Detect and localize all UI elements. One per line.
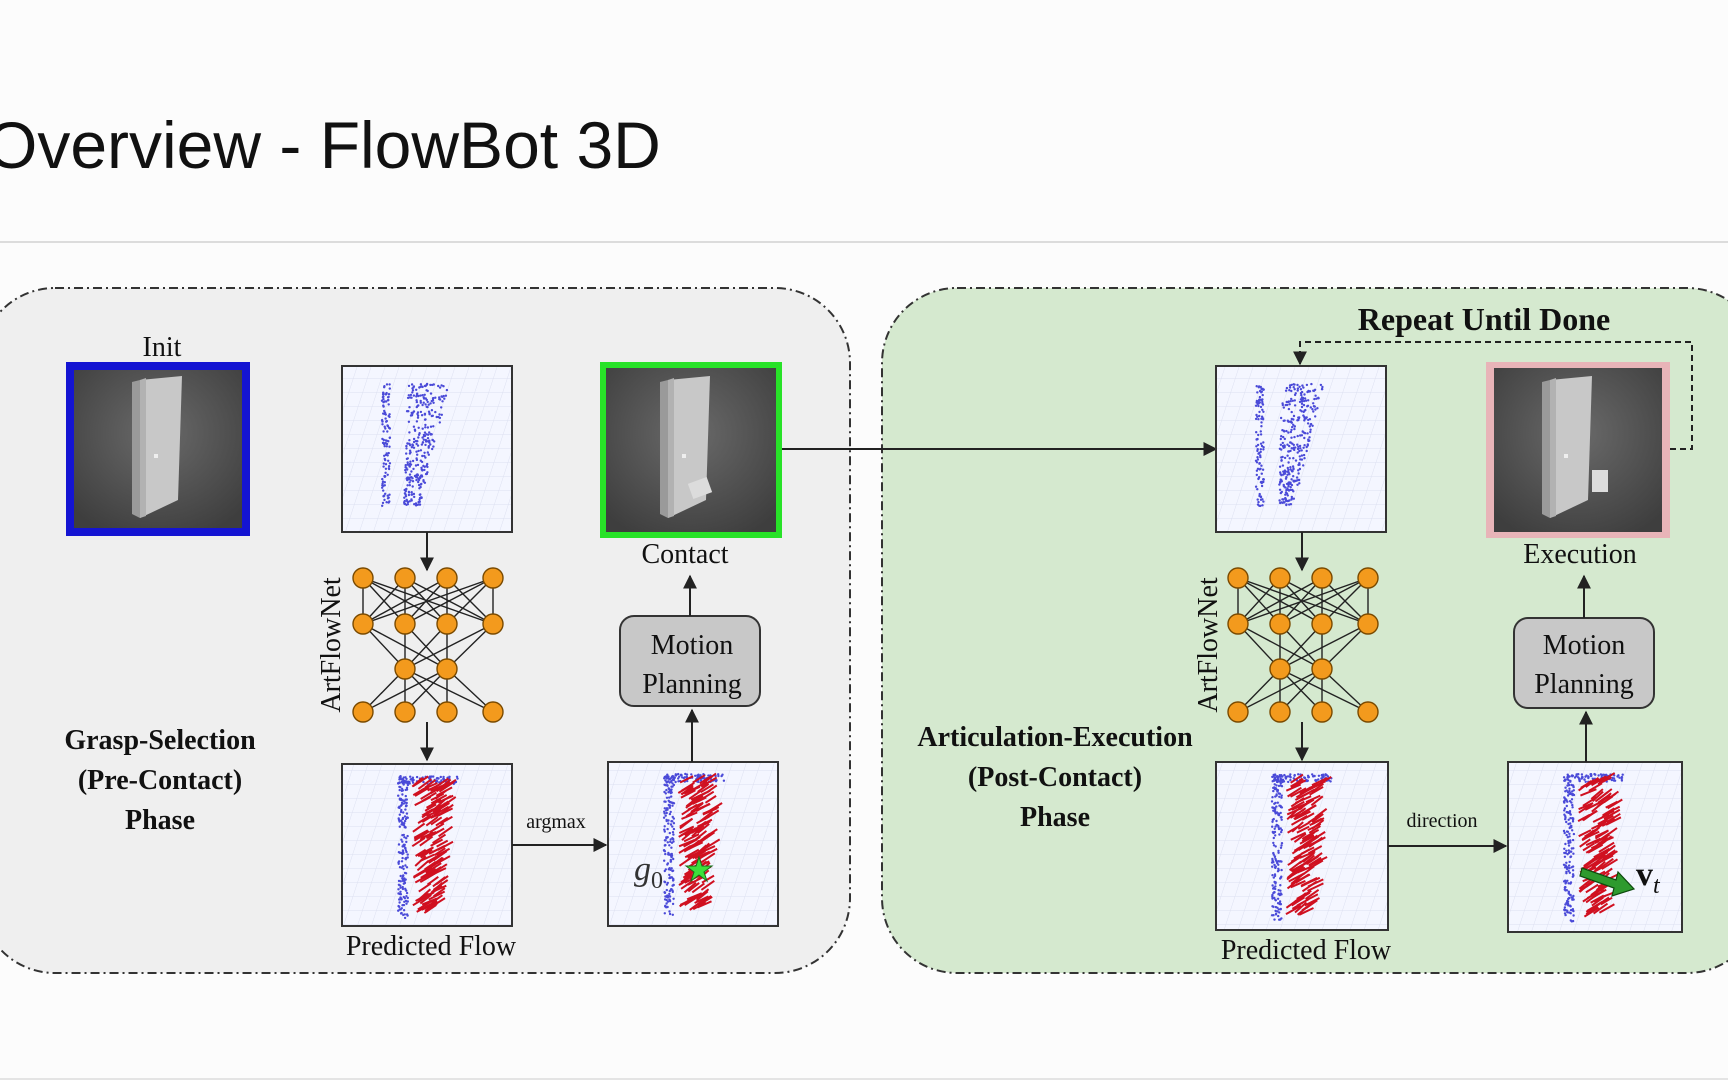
repeat-loop-arrow [1293, 341, 1693, 450]
contact-scene-image [600, 362, 782, 538]
artflownet-network-post [1227, 567, 1379, 723]
motion-planning-box-pre: Motion Planning [619, 615, 761, 707]
point-cloud-image-post [1215, 365, 1387, 533]
execution-label: Execution [1523, 539, 1637, 570]
predicted-flow-label-post: Predicted Flow [1221, 935, 1392, 966]
grasp-star-icon [684, 855, 714, 883]
title-divider [0, 241, 1728, 243]
init-scene-image [66, 362, 250, 536]
argmax-label: argmax [526, 811, 586, 833]
svg-text:Motion: Motion [1543, 630, 1625, 661]
predicted-flow-image-pre [341, 763, 513, 927]
execution-scene-image [1486, 362, 1670, 538]
svg-text:Planning: Planning [642, 669, 742, 700]
svg-text:Articulation-Execution: Articulation-Execution [917, 722, 1193, 753]
grasp-point-image [607, 761, 779, 927]
svg-text:Planning: Planning [1534, 669, 1634, 700]
grasp-selection-phase-label: Grasp-Selection (Pre-Contact) Phase [64, 725, 256, 836]
slide-title: Overview - FlowBot 3D [0, 108, 661, 182]
bottom-divider [0, 1078, 1728, 1080]
grasp-symbol: g0 [634, 851, 663, 894]
artflownet-label-post: ArtFlowNet [1193, 577, 1224, 713]
velocity-image [1507, 761, 1683, 933]
direction-label: direction [1406, 810, 1477, 832]
svg-text:Grasp-Selection: Grasp-Selection [64, 725, 256, 756]
articulation-execution-phase-label: Articulation-Execution (Post-Contact) Ph… [917, 722, 1193, 833]
svg-text:Phase: Phase [125, 805, 195, 836]
velocity-symbol: vt [1636, 856, 1661, 899]
contact-label: Contact [641, 539, 728, 570]
motion-planning-box-post: Motion Planning [1513, 617, 1655, 709]
svg-text:(Pre-Contact): (Pre-Contact) [78, 765, 242, 796]
svg-text:(Post-Contact): (Post-Contact) [968, 762, 1142, 793]
point-cloud-image [341, 365, 513, 533]
init-label: Init [143, 332, 182, 363]
velocity-arrow-icon [1579, 867, 1636, 897]
svg-text:Phase: Phase [1020, 802, 1090, 833]
predicted-flow-label-pre: Predicted Flow [346, 931, 517, 962]
artflownet-label-pre: ArtFlowNet [316, 577, 347, 713]
repeat-until-done-label: Repeat Until Done [1358, 301, 1610, 337]
predicted-flow-image-post [1215, 761, 1389, 931]
svg-text:Motion: Motion [651, 630, 733, 661]
artflownet-network-pre [352, 567, 504, 723]
flowbot-diagram: Init ArtFlowNet Predicted Flow argmax g0… [0, 287, 1728, 974]
